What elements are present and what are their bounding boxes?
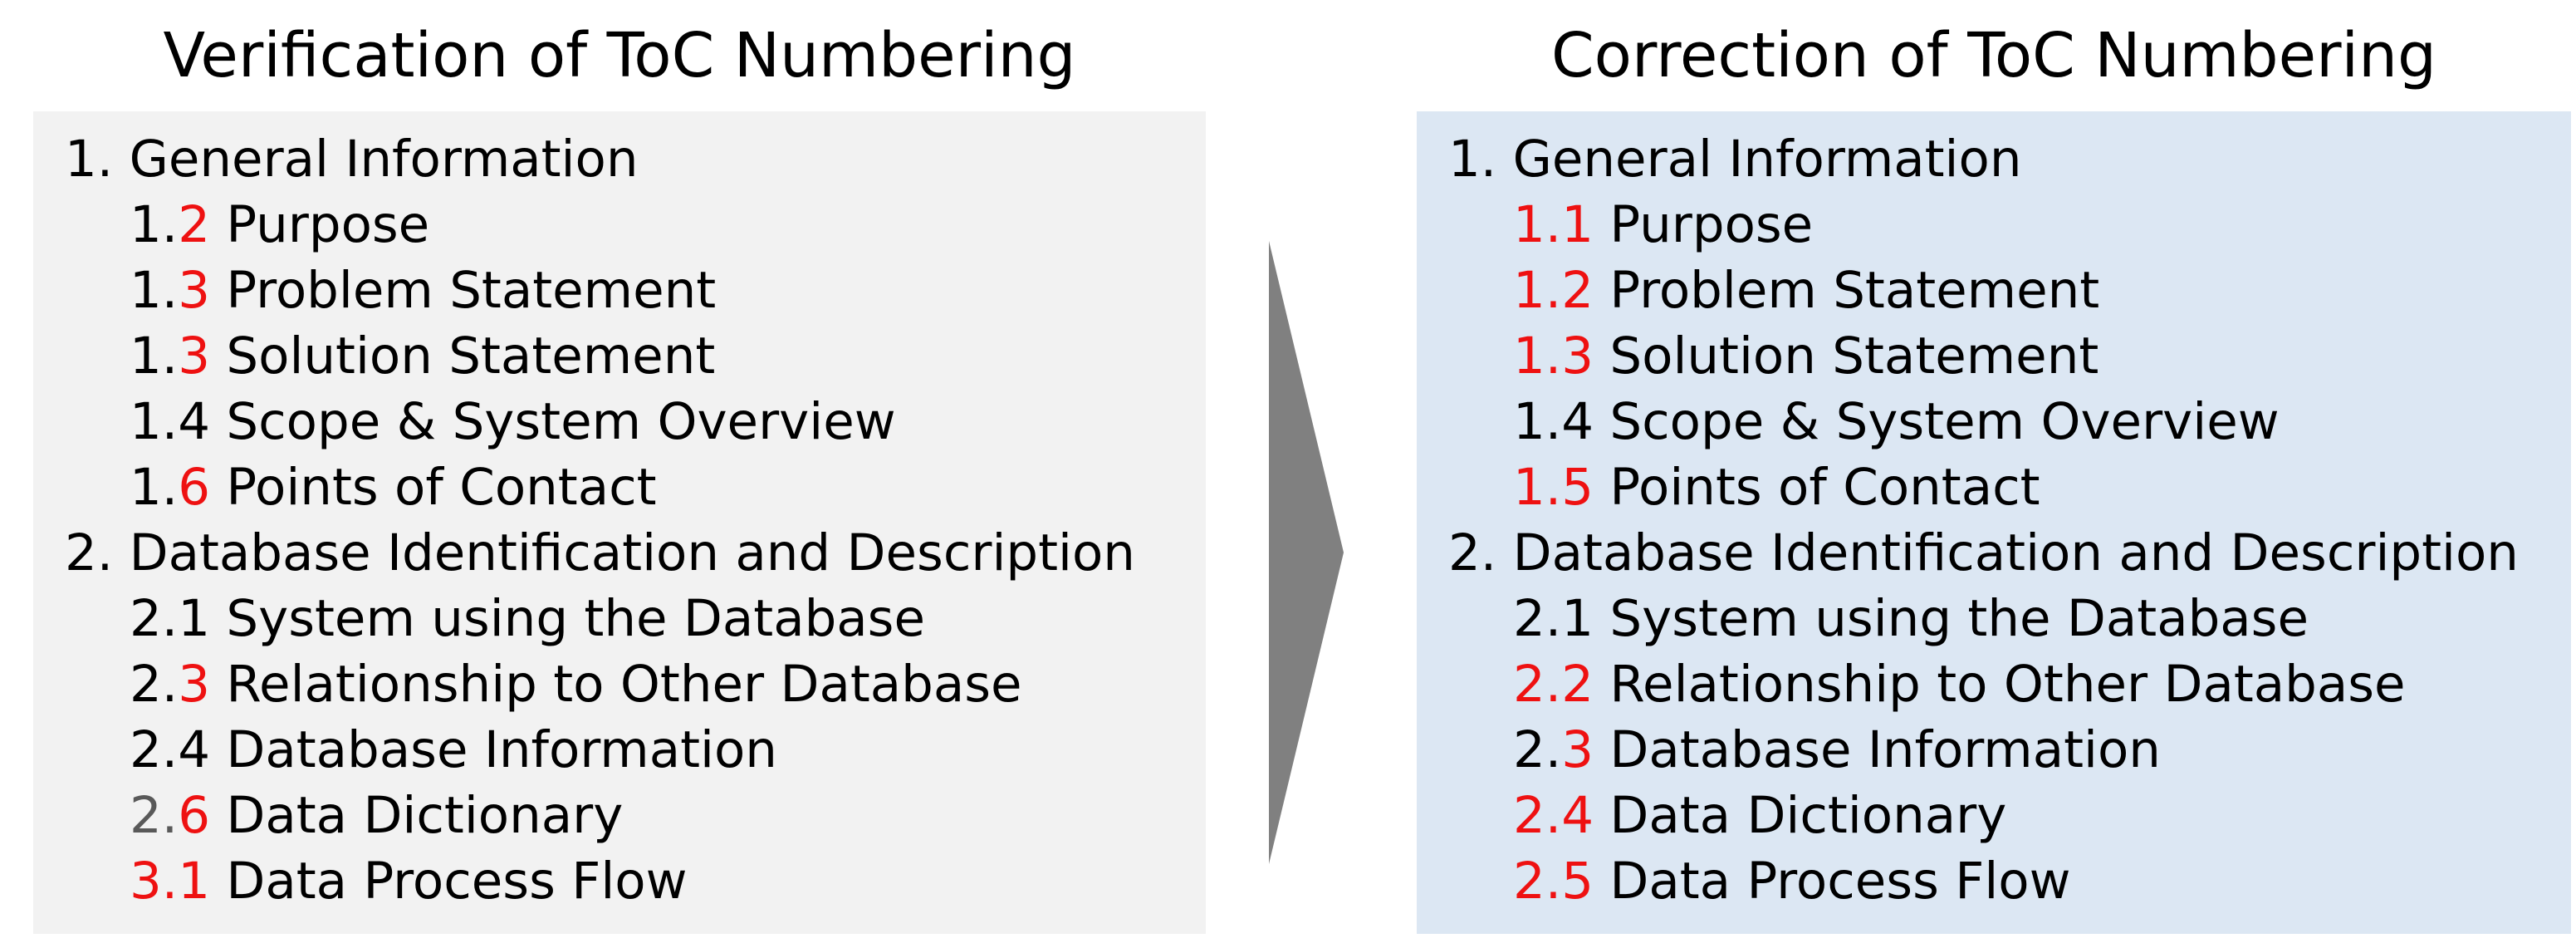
toc-label: Problem Statement [1609,261,2100,320]
toc-entry: 2.6 Data Dictionary [65,783,1135,848]
toc-label: Purpose [226,195,430,254]
toc-number: 2. [1448,523,1497,582]
toc-number: 1.4 [1513,392,1594,451]
toc-number: 2. [130,655,179,714]
toc-label: Data Dictionary [226,786,624,845]
toc-number: 1. [130,195,179,254]
toc-label: Data Process Flow [226,852,688,911]
toc-number: 1.3 [1513,327,1594,386]
toc-entry: 1. General Information [1448,126,2519,192]
toc-number: 2.4 [1513,786,1594,845]
toc-label: Relationship to Other Database [1609,655,2406,714]
toc-entry: 1.4 Scope & System Overview [1448,389,2519,454]
toc-label: Points of Contact [226,458,657,517]
toc-number: 3 [178,327,211,386]
toc-label: Scope & System Overview [226,392,896,451]
toc-number: 2. [65,523,114,582]
toc-number: 2.2 [1513,655,1594,714]
toc-number: 2. [130,786,179,845]
toc-number: 3 [178,655,211,714]
toc-label: System using the Database [1609,589,2309,648]
toc-number: 1. [130,261,179,320]
toc-entry: 2.1 System using the Database [1448,586,2519,651]
toc-label: General Information [129,130,639,189]
toc-entry: 1.3 Solution Statement [65,323,1135,389]
toc-label: System using the Database [226,589,925,648]
toc-label: Scope & System Overview [1609,392,2280,451]
toc-label: Relationship to Other Database [226,655,1022,714]
toc-entry: 2.3 Relationship to Other Database [65,651,1135,717]
toc-number: 1.1 [1513,195,1594,254]
toc-number: 2 [178,195,211,254]
toc-label: Data Dictionary [1609,786,2007,845]
toc-entry: 1.1 Purpose [1448,192,2519,258]
toc-label: Problem Statement [226,261,717,320]
toc-number: 1. [130,458,179,517]
toc-entry: 1.2 Purpose [65,192,1135,258]
verification-title: Verification of ToC Numbering [163,20,1076,91]
toc-entry: 1.3 Solution Statement [1448,323,2519,389]
toc-entry: 2.3 Database Information [1448,717,2519,783]
toc-label: Data Process Flow [1609,852,2071,911]
toc-label: Solution Statement [1609,327,2099,386]
toc-number: 6 [178,458,211,517]
toc-label: Database Identification and Description [1512,523,2519,582]
toc-label: Database Information [1609,720,2161,779]
toc-label: Database Identification and Description [129,523,1135,582]
toc-number: 1.2 [1513,261,1594,320]
toc-entry: 2. Database Identification and Descripti… [1448,520,2519,586]
toc-label: Points of Contact [1609,458,2040,517]
toc-entry: 2.2 Relationship to Other Database [1448,651,2519,717]
toc-number: 2. [1513,720,1562,779]
toc-number: 1.5 [1513,458,1594,517]
toc-entry: 2.4 Data Dictionary [1448,783,2519,848]
toc-entry: 2.4 Database Information [65,717,1135,783]
toc-number: 2.1 [1513,589,1594,648]
toc-number: 2.1 [130,589,211,648]
toc-label: Purpose [1609,195,1814,254]
toc-entry: 1.2 Problem Statement [1448,258,2519,323]
toc-number: 2.4 [130,720,211,779]
toc-entry: 1.4 Scope & System Overview [65,389,1135,454]
chevron-right-icon [1269,241,1344,864]
toc-entry: 1.6 Points of Contact [65,454,1135,520]
toc-number: 1.4 [130,392,211,451]
toc-entry: 1. General Information [65,126,1135,192]
toc-entry: 1.3 Problem Statement [65,258,1135,323]
toc-number: 1. [1448,130,1497,189]
toc-label: Solution Statement [226,327,716,386]
toc-number: 1. [65,130,114,189]
toc-number: 3 [1561,720,1594,779]
toc-number: 6 [178,786,211,845]
toc-label: Database Information [226,720,777,779]
correction-title: Correction of ToC Numbering [1551,20,2436,91]
toc-entry: 1.5 Points of Contact [1448,454,2519,520]
toc-entry: 3.1 Data Process Flow [65,848,1135,914]
toc-number: 1. [130,327,179,386]
toc-label: General Information [1512,130,2022,189]
toc-number: 2.5 [1513,852,1594,911]
toc-entry: 2.5 Data Process Flow [1448,848,2519,914]
toc-number: 3 [178,261,211,320]
toc-number: 3.1 [130,852,211,911]
toc-entry: 2.1 System using the Database [65,586,1135,651]
arrow-shape [1269,241,1344,864]
toc-entry: 2. Database Identification and Descripti… [65,520,1135,586]
